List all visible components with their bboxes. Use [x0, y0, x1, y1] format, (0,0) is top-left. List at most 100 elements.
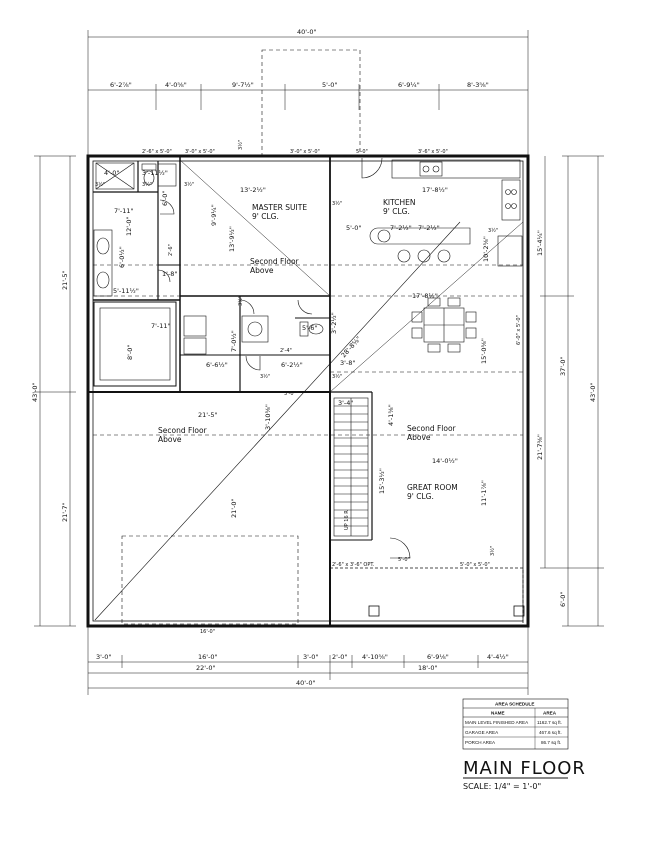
dim-misc-e: 3½": [237, 140, 244, 150]
dim-top-seg3: 9'-7½": [232, 81, 254, 89]
area-row-value: 1162.7 sq ft.: [537, 720, 562, 725]
dim-misc-f: 3½": [237, 296, 244, 306]
dim-misc-l: 2'-4": [280, 348, 292, 354]
dim-bath-h: 6'-0": [161, 191, 169, 206]
dimension-lines: [34, 30, 604, 695]
window-7: 5'-0": [398, 557, 410, 563]
area-row-name: PORCH AREA: [465, 740, 496, 745]
fixtures: [93, 159, 523, 355]
dim-kitchen-b: 7'-2½": [390, 224, 412, 232]
dim-misc-c: 3½": [184, 181, 194, 188]
drawing-scale: SCALE: 1/4" = 1'-0": [463, 782, 541, 791]
dim-kitchen-width: 17'-8½": [422, 186, 448, 194]
dim-top-seg5: 6'-9¼": [398, 81, 420, 89]
room-kitchen: KITCHEN: [383, 198, 416, 207]
window-6: 2'-6" x 3'-6" OPT.: [332, 562, 375, 568]
diagonal-check-line-3: [329, 221, 524, 393]
room-master-suite-ceiling: 9' CLG.: [252, 212, 279, 221]
dim-bot-seg1: 3'-0": [96, 653, 111, 661]
dim-bot-seg2: 16'-0": [198, 653, 218, 661]
dimension-labels: 40'-0" 6'-2⅞" 4'-0⅝" 9'-7½" 5'-0" 6'-9¼"…: [31, 28, 597, 687]
dim-left-overall: 43'-0": [31, 382, 39, 402]
dim-left-lower: 21'-7": [61, 502, 69, 522]
diagonal-check-line: [94, 221, 461, 621]
dim-laundry-a: 7'-0½": [230, 330, 238, 352]
room-kitchen-ceiling: 9' CLG.: [383, 207, 410, 216]
dim-garage-a: 3'-10⅝": [264, 404, 272, 430]
dim-bath-e: 6'-0½": [118, 246, 126, 268]
dim-misc-h: 3½": [332, 373, 342, 380]
window-4: 5'-0": [356, 149, 368, 155]
dim-closet-b: 8'-0": [126, 345, 134, 360]
dim-bath-g: 1'-8": [162, 270, 177, 278]
dim-kitchen-d: 10'-2⅝": [482, 236, 490, 262]
second-floor-above-2b: Above: [158, 435, 182, 444]
dim-bath-c: 7'-11": [114, 207, 134, 215]
dim-bot-seg5: 4'-10⅝": [362, 653, 388, 661]
area-row-value: 86.7 sq ft.: [541, 740, 561, 745]
dim-stair-a: 3'-4": [338, 399, 353, 407]
dim-top-seg2: 4'-0⅝": [165, 81, 187, 89]
dim-great-side: 11'-1⅞": [480, 480, 488, 506]
area-schedule-col-area: AREA: [543, 711, 557, 716]
second-floor-above-3b: Above: [407, 433, 431, 442]
dim-laundry-b: 6'-6½": [206, 361, 228, 369]
window-1: 2'-6" x 5'-0": [142, 149, 172, 155]
diagonal-check-line-2: [179, 159, 331, 297]
dim-right-overall: 43'-0": [589, 382, 597, 402]
area-row-value: 467.6 sq ft.: [539, 730, 562, 735]
dim-bot-seg3: 3'-0": [303, 653, 318, 661]
garage-door: 16'-0": [200, 629, 215, 635]
dim-bot-seg7: 4'-4½": [487, 653, 509, 661]
door-swings: [157, 157, 411, 559]
dim-misc-d: 3½": [332, 200, 342, 207]
drawing-title: MAIN FLOOR: [463, 758, 586, 779]
dim-top-overall: 40'-0": [297, 28, 317, 36]
second-floor-above-2a: Second Floor: [158, 426, 208, 435]
dim-garage-depth: 21'-0": [230, 498, 238, 518]
dim-great-width: 14'-0½": [432, 457, 458, 465]
dim-right-great: 21'-7⅜": [536, 434, 544, 460]
dim-top-seg4: 5'-0": [322, 81, 337, 89]
dim-bot-overall: 40'-0": [296, 679, 316, 687]
room-master-suite: MASTER SUITE: [252, 203, 307, 212]
dim-laundry-c: 6'-2½": [281, 361, 303, 369]
dim-stair-b: 4'-1⅝": [387, 404, 395, 426]
dim-misc-k: 3'-0": [284, 391, 296, 397]
second-floor-above-1b: Above: [250, 266, 274, 275]
dim-kitchen-c: 7'-2½": [418, 224, 440, 232]
area-row-name: GARAGE AREA: [465, 730, 499, 735]
area-schedule-col-name: NAME: [491, 711, 505, 716]
dim-top-seg1: 6'-2⅞": [110, 81, 132, 89]
dim-diagonal: 28'-8⅝": [340, 335, 363, 360]
dim-master-width: 13'-2½": [240, 186, 266, 194]
dim-dining-depth: 15'-0⅝": [480, 338, 488, 364]
dim-pantry: 5'-6": [302, 324, 317, 332]
dim-great-depth: 15'-3½": [378, 468, 386, 494]
dim-misc-m: 2'-6": [168, 244, 174, 256]
area-schedule-table: AREA SCHEDULE NAME AREA MAIN LEVEL FINIS…: [462, 698, 569, 750]
dim-kitchen-a: 5'-0": [346, 224, 361, 232]
dim-misc-i: 3½": [489, 546, 496, 556]
window-3: 3'-0" x 5'-0": [290, 149, 320, 155]
dim-bath-d: 12'-0": [125, 216, 133, 236]
second-floor-above-3a: Second Floor: [407, 424, 457, 433]
dim-master-depth: 13'-9½": [228, 226, 236, 252]
stair-label: UP 16 R: [344, 510, 350, 530]
dim-closet-a: 7'-11": [151, 322, 171, 330]
stairs: [333, 397, 369, 537]
dim-right-inner: 37'-0": [559, 356, 567, 376]
window-2: 3'-0" x 5'-0": [185, 149, 215, 155]
window-5: 3'-6" x 5'-0": [418, 149, 448, 155]
dim-bath-b: 3'-11½": [142, 169, 168, 177]
dim-bot-garage: 22'-0": [196, 664, 216, 672]
dim-left-upper: 21'-5": [61, 270, 69, 290]
dim-hall-b: 3'-2½": [330, 312, 338, 334]
porch: [329, 567, 525, 627]
window-9: 6'-0" x 5'-0": [516, 315, 522, 345]
dim-bot-seg4: 2'-0": [332, 653, 347, 661]
dim-misc-a: 3½": [95, 181, 105, 188]
room-great-room-ceiling: 9' CLG.: [407, 492, 434, 501]
area-schedule-title: AREA SCHEDULE: [495, 702, 534, 707]
